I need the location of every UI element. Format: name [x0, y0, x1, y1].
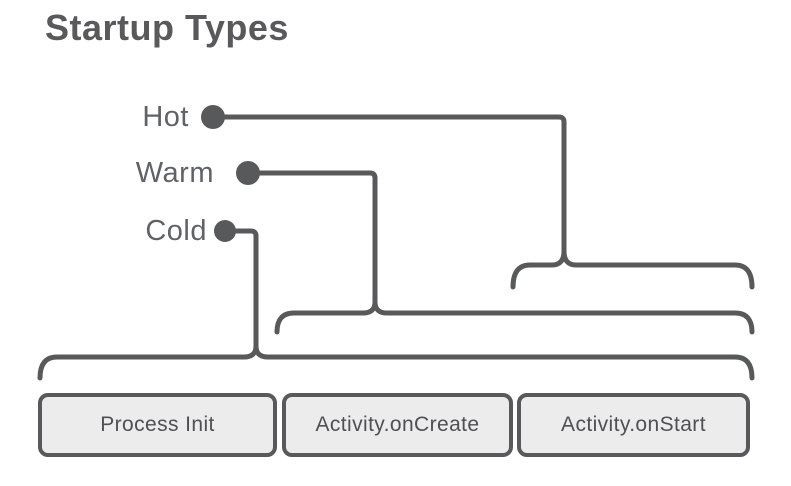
phase-box-process-init: Process Init — [38, 393, 277, 457]
phase-box-label: Activity.onCreate — [315, 413, 480, 436]
phase-box-label: Activity.onStart — [561, 413, 706, 436]
warm-connector-line — [245, 170, 378, 305]
cold-brace — [37, 343, 755, 381]
page-title: Startup Types — [45, 7, 289, 48]
label-hot: Hot — [142, 101, 189, 133]
hot-connector-line — [210, 114, 567, 254]
phase-box-label: Process Init — [100, 413, 215, 436]
hot-brace — [510, 248, 755, 290]
phase-box-activity-onstart: Activity.onStart — [517, 393, 750, 457]
label-warm: Warm — [135, 157, 214, 189]
warm-brace — [274, 299, 755, 335]
cold-connector-line — [222, 228, 259, 349]
label-cold: Cold — [145, 215, 207, 247]
phase-box-activity-oncreate: Activity.onCreate — [282, 393, 513, 457]
